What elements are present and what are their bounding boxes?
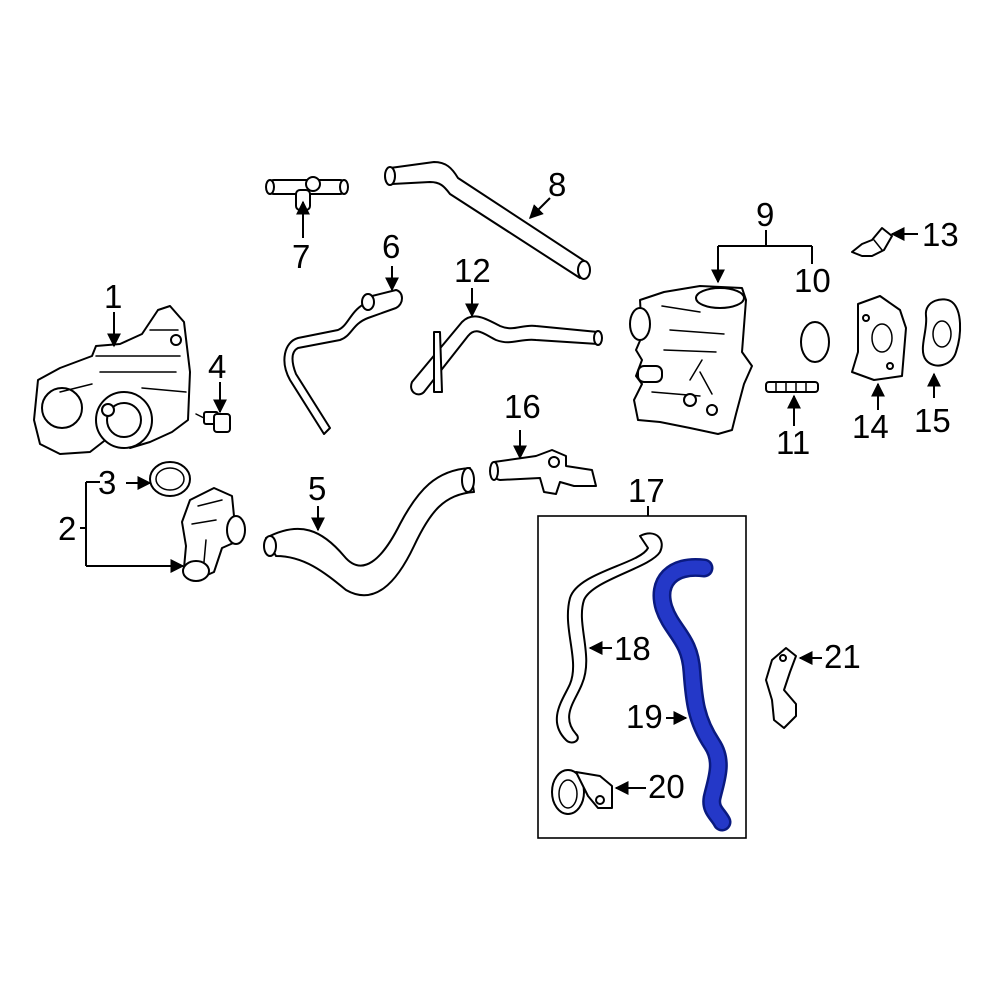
part-21-bracket[interactable] [765, 647, 797, 729]
part-10-o-ring[interactable] [800, 321, 830, 363]
callout-12[interactable]: 12 [454, 252, 491, 289]
part-13-sensor[interactable] [851, 227, 893, 257]
callout-2[interactable]: 2 [58, 510, 76, 547]
leader-2-bracket [80, 481, 180, 567]
part-16-fitting[interactable] [489, 449, 597, 495]
callout-15[interactable]: 15 [914, 402, 951, 439]
part-7-tee-connector[interactable] [265, 176, 349, 211]
part-14-plate[interactable] [851, 295, 907, 381]
callout-18[interactable]: 18 [614, 630, 651, 667]
part-11-stud[interactable] [765, 381, 819, 393]
callout-1[interactable]: 1 [104, 278, 122, 315]
callout-20[interactable]: 20 [648, 768, 685, 805]
callout-labels: 1 2 3 4 5 6 7 8 9 10 11 12 13 14 15 16 1… [58, 166, 959, 805]
leader-lines [80, 197, 941, 795]
part-15-gasket[interactable] [921, 298, 962, 367]
callout-16[interactable]: 16 [504, 388, 541, 425]
callout-13[interactable]: 13 [922, 216, 959, 253]
part-8-pipe[interactable] [384, 161, 591, 280]
callout-6[interactable]: 6 [382, 228, 400, 265]
part-3-o-ring[interactable] [149, 461, 191, 497]
callout-5[interactable]: 5 [308, 470, 326, 507]
callout-21[interactable]: 21 [824, 638, 861, 675]
part-4-sensor[interactable] [195, 411, 231, 433]
part-2-thermostat-housing[interactable] [181, 487, 246, 582]
part-19-hose-highlighted[interactable] [652, 557, 732, 832]
callout-9[interactable]: 9 [756, 196, 774, 233]
leader-8 [529, 197, 551, 219]
part-5-lower-hose[interactable] [263, 467, 475, 597]
part-12-hose[interactable] [410, 315, 603, 396]
callout-19[interactable]: 19 [626, 698, 663, 735]
callout-3[interactable]: 3 [98, 464, 116, 501]
callout-14[interactable]: 14 [852, 408, 889, 445]
part-9-outlet-housing[interactable] [629, 285, 753, 435]
part-1-water-pump-housing[interactable] [33, 305, 191, 455]
callout-8[interactable]: 8 [548, 166, 566, 203]
part-18-hose[interactable] [555, 532, 663, 744]
callout-11[interactable]: 11 [776, 424, 810, 461]
leader-9 [718, 230, 812, 247]
callout-10[interactable]: 10 [794, 262, 831, 299]
callout-4[interactable]: 4 [208, 348, 226, 385]
part-17-kit-box [537, 515, 747, 839]
part-20-clamp[interactable] [551, 769, 613, 815]
callout-7[interactable]: 7 [292, 238, 310, 275]
part-6-hose[interactable] [283, 289, 403, 435]
callout-17[interactable]: 17 [628, 472, 665, 509]
